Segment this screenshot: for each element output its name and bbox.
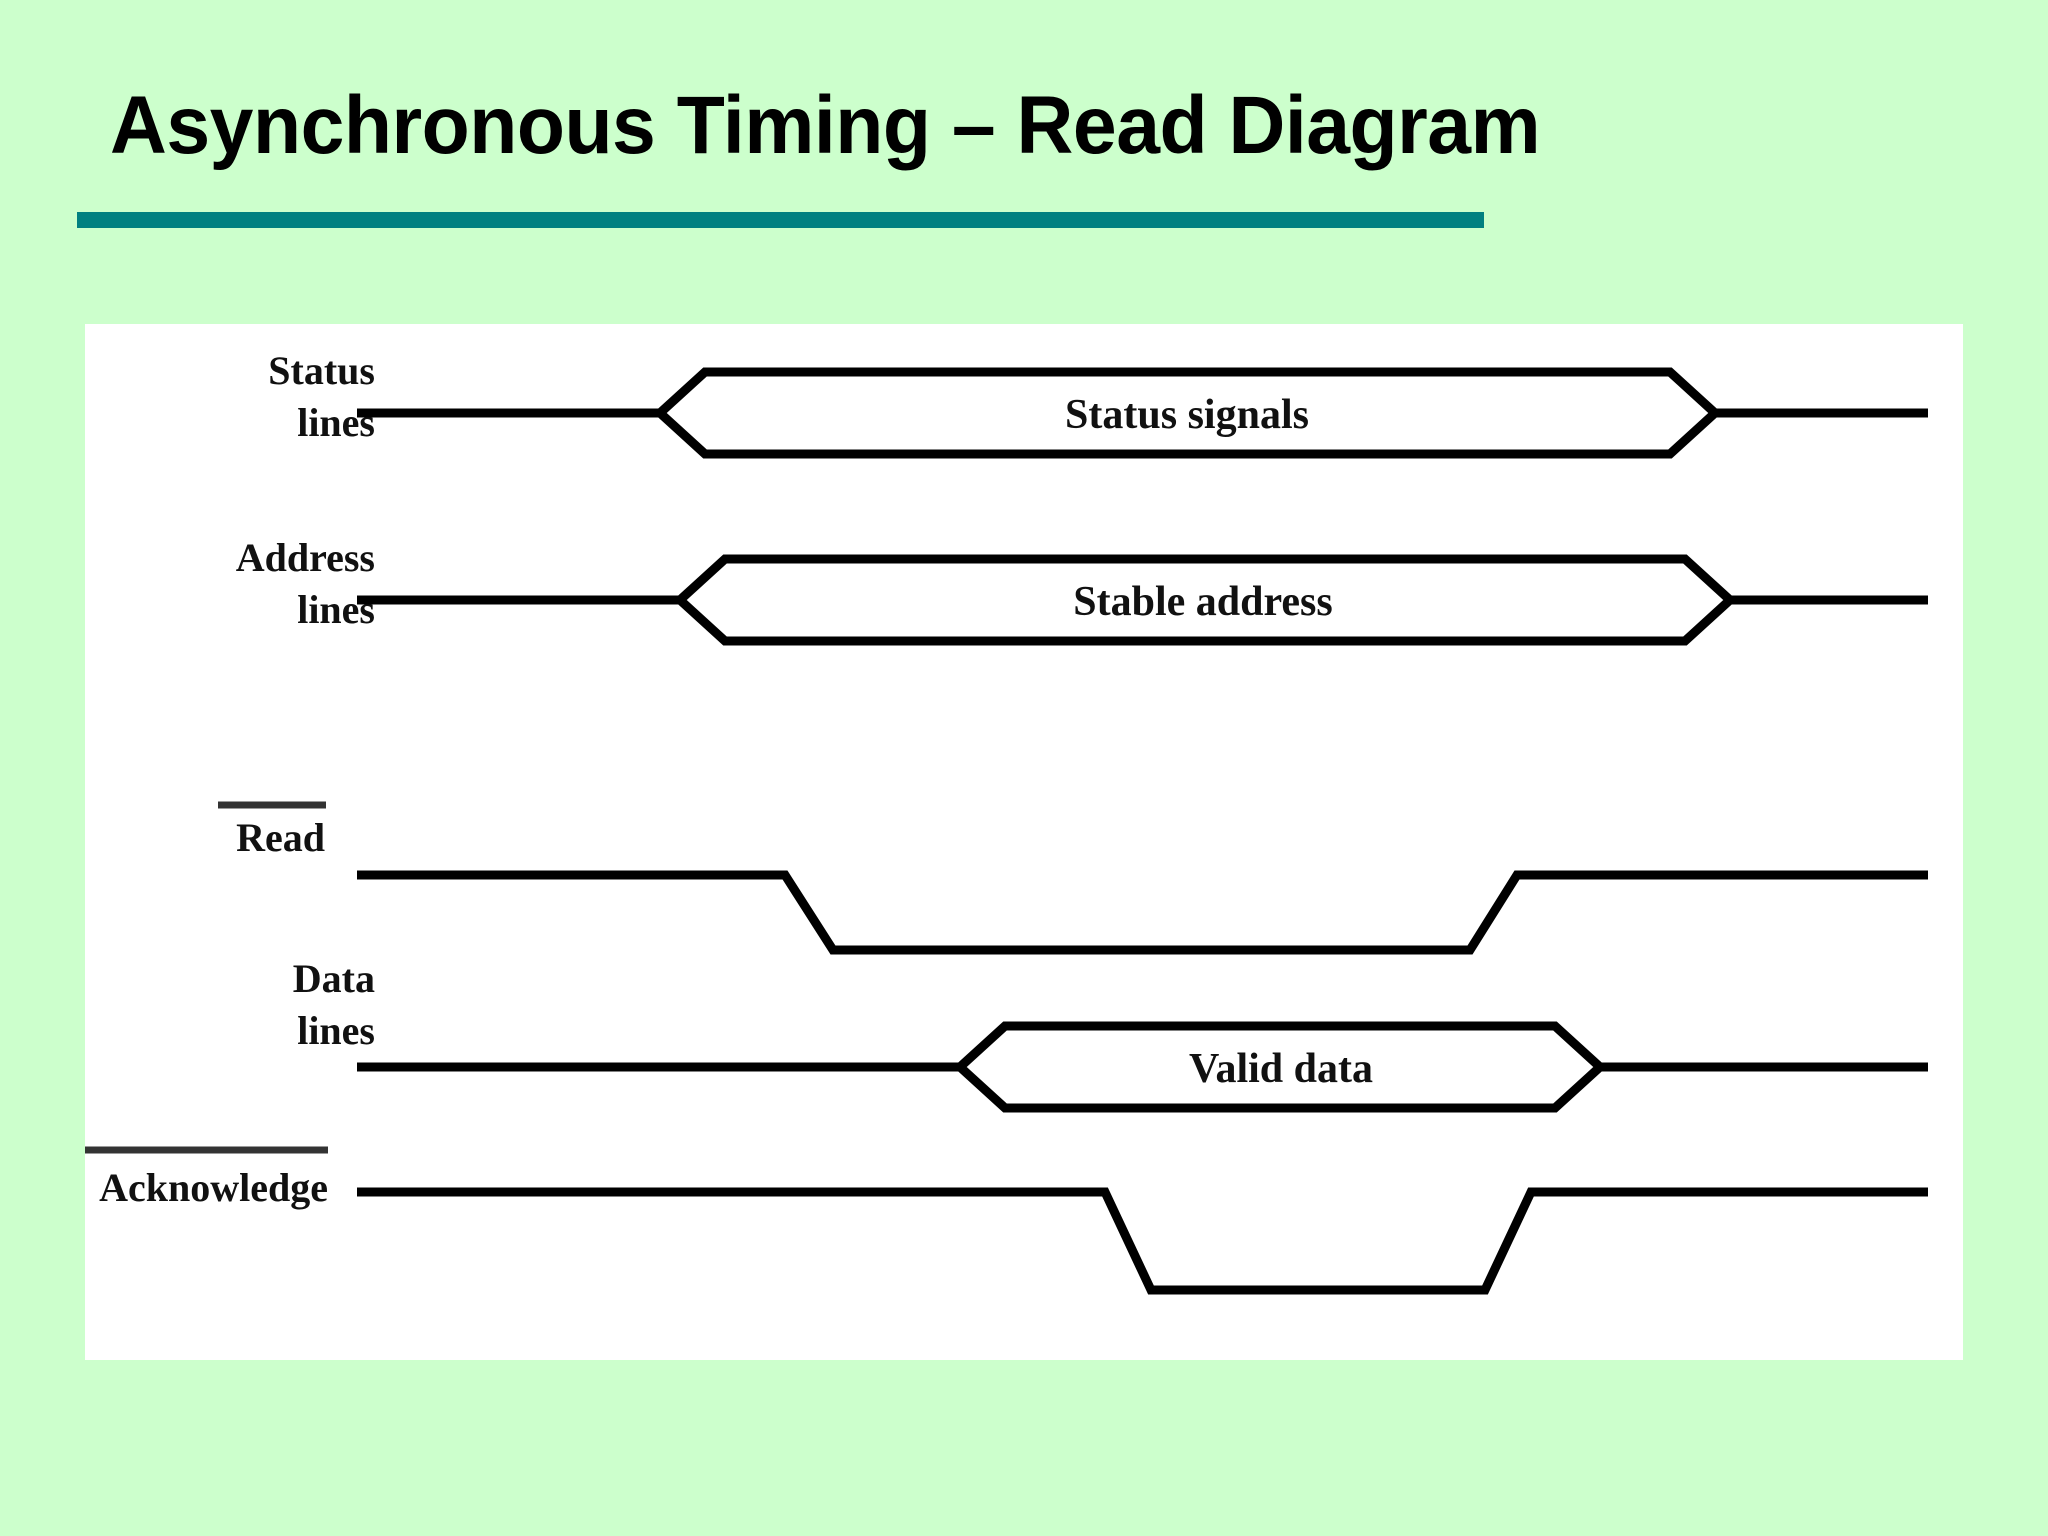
signal-label-address-line2: lines — [297, 587, 375, 632]
signal-row-acknowledge: Acknowledge — [85, 1146, 1928, 1295]
acknowledge-strobe-waveform — [357, 1187, 1928, 1295]
title-underline-rule — [77, 212, 1484, 228]
signal-row-address-lines: Address lines Stable address — [236, 535, 1928, 646]
signal-row-read: Read — [218, 801, 1928, 955]
signal-label-read: Read — [236, 815, 325, 860]
timing-diagram-panel: Status lines Status signals Address line… — [85, 324, 1963, 1360]
signal-label-status-line1: Status — [268, 348, 375, 393]
signal-label-address-line1: Address — [236, 535, 375, 580]
read-strobe-waveform — [357, 870, 1928, 955]
signal-label-acknowledge: Acknowledge — [99, 1165, 328, 1210]
signal-label-data-line1: Data — [293, 956, 375, 1001]
title-block: Asynchronous Timing – Read Diagram — [77, 78, 1977, 233]
timing-waveform-svg: Status lines Status signals Address line… — [85, 348, 1928, 1295]
data-window-text: Valid data — [1189, 1046, 1373, 1092]
status-window-text: Status signals — [1065, 392, 1309, 438]
signal-row-data-lines: Data lines Valid data — [293, 956, 1928, 1113]
page-title: Asynchronous Timing – Read Diagram — [110, 80, 1541, 171]
signal-label-data-line2: lines — [297, 1008, 375, 1053]
signal-label-status-line2: lines — [297, 400, 375, 445]
address-window-text: Stable address — [1073, 579, 1332, 625]
signal-row-status-lines: Status lines Status signals — [268, 348, 1928, 459]
